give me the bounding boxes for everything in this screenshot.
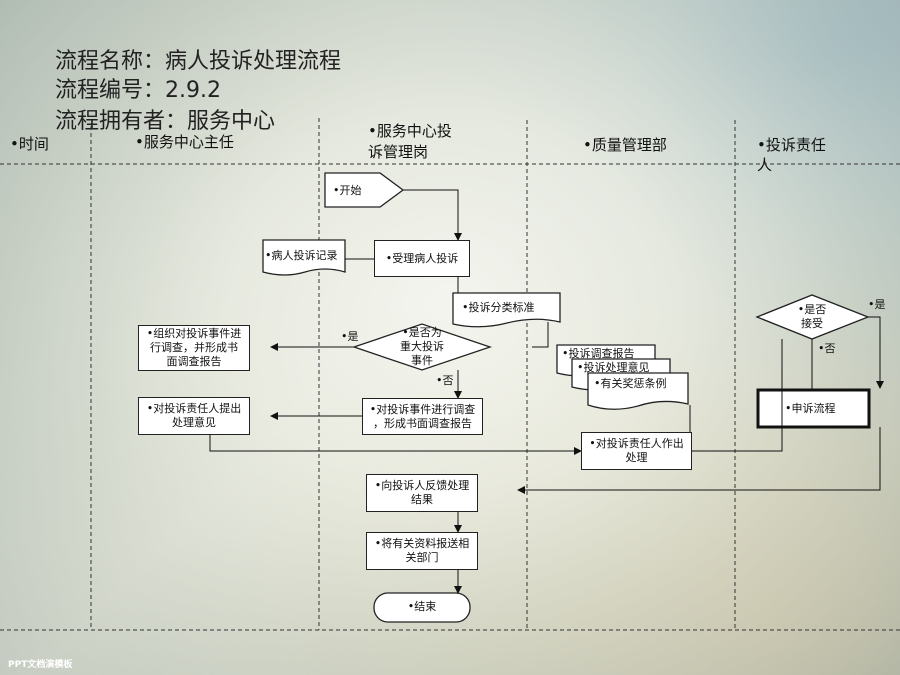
accept-line2: 接受: [801, 316, 823, 330]
feedback-line2: 结果: [411, 493, 433, 506]
lane-complaint-post-line2: 诉管理岗: [368, 143, 429, 161]
start-terminator: [324, 172, 405, 208]
major-decision-diamond: [351, 323, 493, 371]
process-number: 流程编号：2.9.2: [55, 78, 221, 103]
major-decision-label: •是否为 重大投诉 事件: [394, 326, 450, 367]
propose-box: •对投诉责任人提出 处理意见: [138, 397, 250, 435]
report-line2: 关部门: [405, 551, 439, 564]
major-line2: 重大投诉: [400, 339, 444, 353]
lane-responsible-line1: •投诉责任: [757, 136, 826, 154]
feedback-line1: •向投诉人反馈处理: [374, 479, 470, 493]
organize-box: •组织对投诉事件进 行调查，并形成书 面调查报告: [138, 325, 250, 371]
decide-box: •对投诉责任人作出 处理: [581, 432, 692, 470]
propose-line1: •对投诉责任人提出: [146, 402, 242, 416]
doc-opinion-label: •投诉处理意见: [577, 361, 650, 374]
receive-box: •受理病人投诉: [374, 240, 470, 277]
appeal-label: •申诉流程: [785, 402, 836, 415]
investigate-box: •对投诉事件进行调查 ，形成书面调查报告: [362, 398, 483, 435]
feedback-box: •向投诉人反馈处理 结果: [366, 474, 478, 512]
lane-complaint-post-line1: •服务中心投: [368, 122, 452, 140]
no-label-accept: •否: [818, 342, 836, 355]
investigate-line1: •对投诉事件进行调查: [369, 402, 476, 416]
record-label: •病人投诉记录: [265, 249, 338, 262]
major-line3: 事件: [411, 353, 433, 367]
yes-label-accept: •是: [868, 298, 886, 311]
organize-line2: 行调查，并形成书: [150, 341, 238, 355]
start-label: •开始: [333, 184, 362, 197]
end-terminator: [373, 592, 471, 623]
report-box: •将有关资料报送相 关部门: [366, 532, 478, 570]
receive-label: •受理病人投诉: [385, 251, 459, 265]
organize-line1: •组织对投诉事件进: [146, 327, 242, 341]
accept-decision-label: •是否 接受: [790, 303, 834, 331]
lane-director: •服务中心主任: [135, 133, 234, 151]
organize-line3: 面调查报告: [166, 354, 222, 368]
process-name: 流程名称：病人投诉处理流程: [55, 49, 342, 74]
process-owner: 流程拥有者：服务中心: [55, 109, 276, 134]
doc-rules-shape: [587, 372, 689, 410]
appeal-box: [756, 388, 871, 429]
decide-line2: 处理: [625, 451, 648, 464]
standard-label: •投诉分类标准: [462, 301, 535, 314]
yes-label-major: •是: [341, 330, 359, 343]
lane-quality: •质量管理部: [583, 136, 667, 154]
accept-line1: •是否: [797, 303, 827, 316]
end-label: •结束: [407, 600, 437, 613]
footer-watermark: PPT文档演模板: [8, 660, 73, 670]
lane-time: •时间: [10, 135, 49, 153]
decide-line1: •对投诉责任人作出: [589, 437, 684, 451]
investigate-line2: ，形成书面调查报告: [373, 416, 472, 430]
report-line1: •将有关资料报送相: [374, 537, 470, 551]
doc-rules-label: •有关奖惩条例: [594, 377, 667, 390]
propose-line2: 处理意见: [172, 416, 216, 429]
doc-report-label: •投诉调查报告: [562, 347, 635, 360]
standard-document: [452, 292, 561, 328]
no-label-major: •否: [436, 374, 454, 387]
major-line1: •是否为: [402, 326, 442, 339]
lane-responsible-line2: 人: [757, 156, 773, 174]
record-document: [262, 239, 346, 276]
